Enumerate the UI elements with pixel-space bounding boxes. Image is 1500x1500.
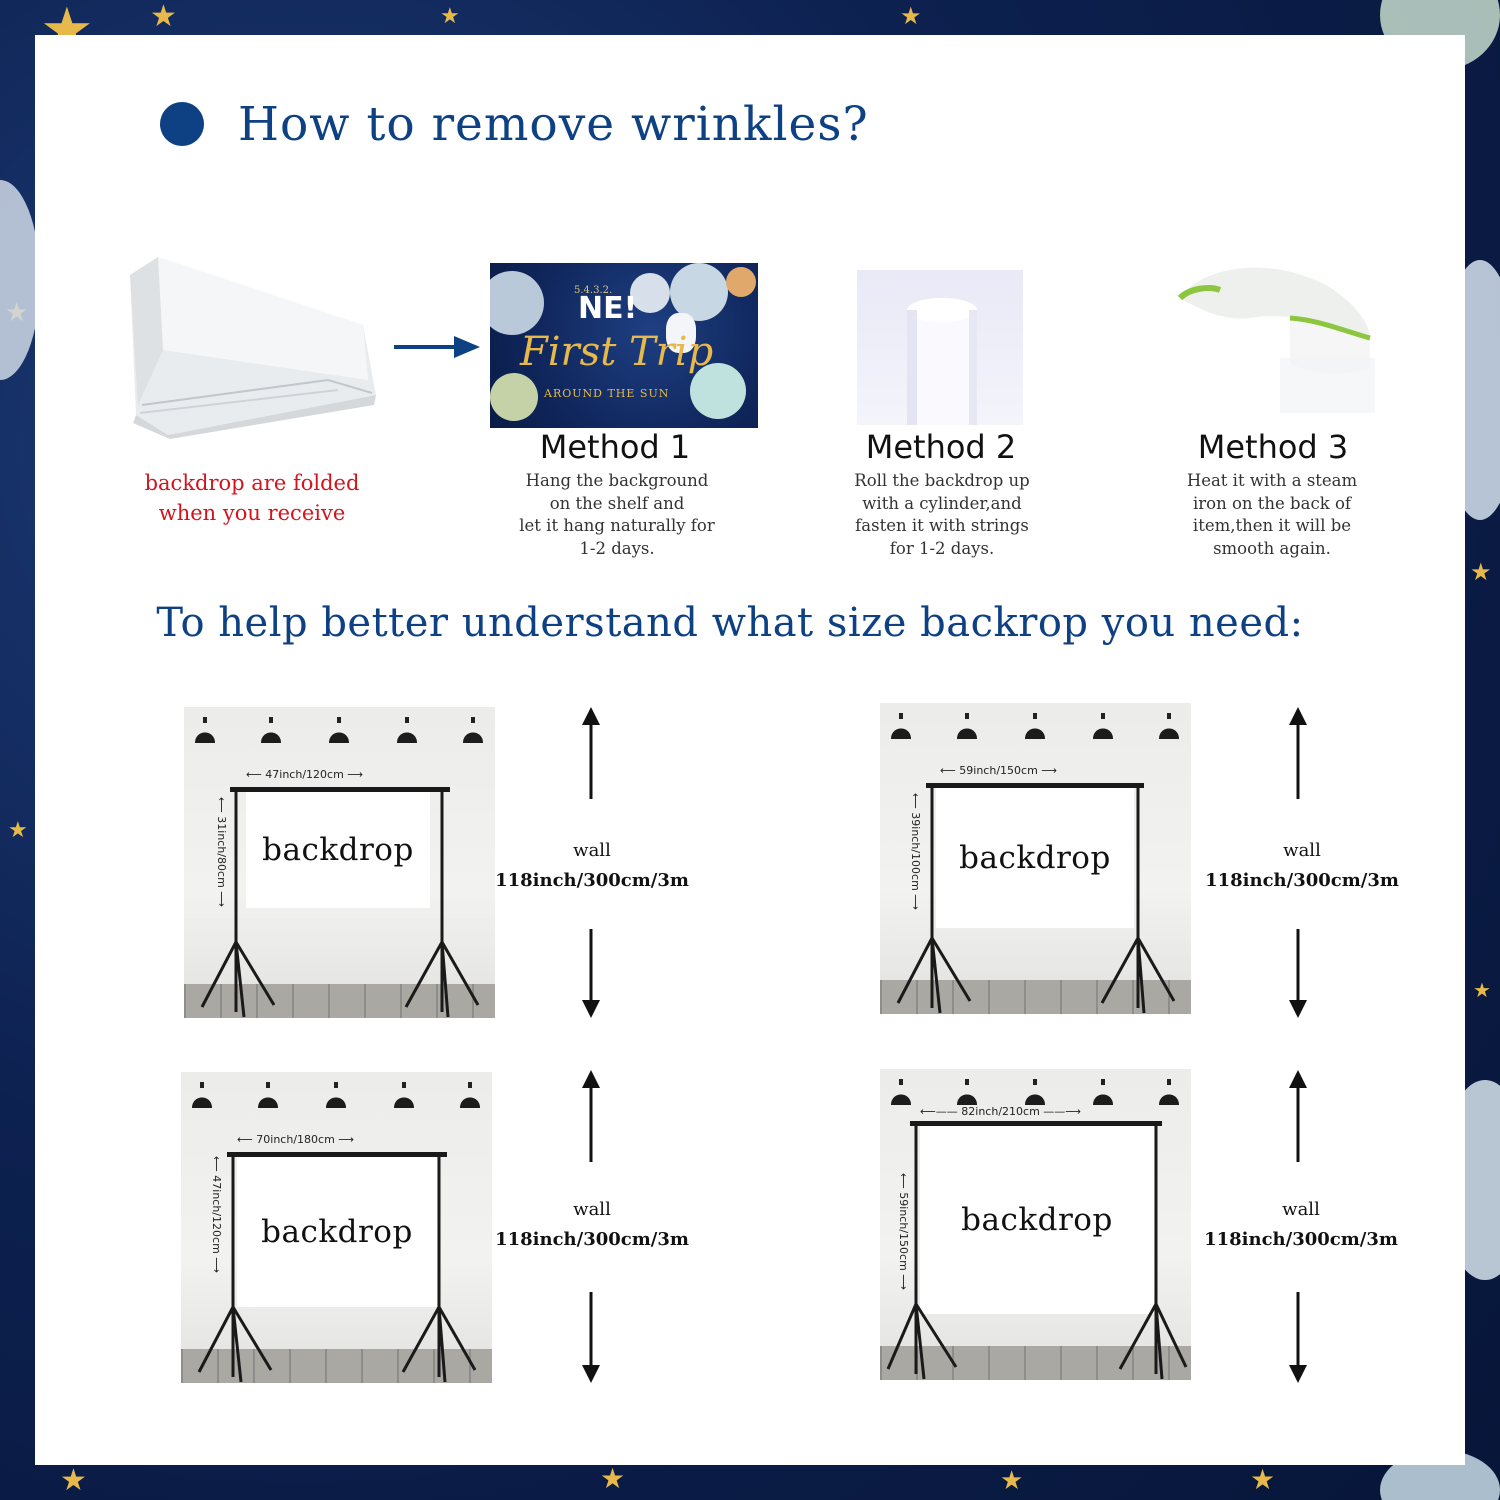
lamp-icon bbox=[261, 717, 281, 743]
poster-preview-image: 5.4.3.2. NE! First Trip AROUND THE SUN bbox=[490, 263, 758, 428]
width-dimension: ⟵ 47inch/120cm ⟶ bbox=[246, 768, 364, 781]
method-2-title: Method 2 bbox=[865, 428, 1017, 466]
star-icon: ★ bbox=[8, 818, 28, 843]
lamp-icon bbox=[258, 1082, 278, 1108]
lamp-icon bbox=[192, 1082, 212, 1108]
lamp-icon bbox=[1025, 1079, 1045, 1105]
star-icon: ★ bbox=[900, 2, 922, 30]
crossbar bbox=[230, 787, 450, 792]
lamp-icon bbox=[891, 1079, 911, 1105]
lamp-icon bbox=[326, 1082, 346, 1108]
backdrop-label: backdrop bbox=[959, 840, 1111, 876]
star-icon: ★ bbox=[440, 4, 460, 29]
poster-one-text: NE! bbox=[578, 291, 638, 326]
wall-height-arrow-icon bbox=[582, 1070, 600, 1383]
page-title: How to remove wrinkles? bbox=[238, 96, 869, 152]
lamp-icon bbox=[397, 717, 417, 743]
folded-backdrop-image bbox=[128, 255, 378, 440]
lamp-icon bbox=[1159, 1079, 1179, 1105]
star-icon: ★ bbox=[150, 0, 177, 34]
backdrop-label: backdrop bbox=[261, 1214, 413, 1250]
star-icon: ★ bbox=[1473, 978, 1491, 1002]
lamp-icon bbox=[460, 1082, 480, 1108]
lamp-icon bbox=[957, 1079, 977, 1105]
backdrop-sheet: backdrop bbox=[920, 1126, 1154, 1314]
bullet-dot-icon bbox=[160, 102, 204, 146]
backdrop-label: backdrop bbox=[262, 832, 414, 868]
width-dimension: ⟵—— 82inch/210cm ——⟶ bbox=[920, 1105, 1082, 1118]
poster-countdown: 5.4.3.2. bbox=[574, 285, 613, 296]
stand-icon bbox=[896, 785, 1176, 1014]
stand-icon bbox=[200, 789, 480, 1018]
backdrop-sheet: backdrop bbox=[936, 788, 1134, 928]
lamp-icon bbox=[1159, 713, 1179, 739]
crossbar bbox=[227, 1152, 447, 1157]
size-guide-heading: To help better understand what size back… bbox=[156, 600, 1304, 646]
lamp-icon bbox=[891, 713, 911, 739]
stand-icon bbox=[197, 1154, 477, 1383]
crossbar bbox=[910, 1121, 1162, 1126]
method-3-title: Method 3 bbox=[1197, 428, 1349, 466]
poster-script-text: First Trip bbox=[520, 329, 714, 375]
wall-height-arrow-icon bbox=[1289, 707, 1307, 1018]
heading-row: How to remove wrinkles? bbox=[160, 92, 869, 156]
width-dimension: ⟵ 59inch/150cm ⟶ bbox=[940, 764, 1058, 777]
wall-height-arrow-icon bbox=[582, 707, 600, 1018]
planet-shape bbox=[0, 180, 40, 380]
crossbar bbox=[926, 783, 1144, 788]
rolled-backdrop-image bbox=[857, 270, 1023, 425]
backdrop-sheet: backdrop bbox=[237, 1157, 437, 1307]
star-icon: ★ bbox=[600, 1462, 626, 1495]
steamer-image bbox=[1170, 258, 1375, 418]
folded-caption: backdrop are folded when you receive bbox=[144, 471, 360, 525]
backdrop-label: backdrop bbox=[961, 1202, 1113, 1238]
size-scene-2: ⟵ 59inch/150cm ⟶ ⟵ 39inch/100cm ⟶ backdr… bbox=[880, 703, 1191, 1014]
stand-icon bbox=[886, 1123, 1188, 1380]
floor bbox=[880, 1346, 1191, 1380]
lamp-icon bbox=[957, 713, 977, 739]
arrow-right-icon bbox=[394, 332, 480, 362]
star-icon: ★ bbox=[1250, 1463, 1276, 1496]
lamp-icon bbox=[463, 717, 483, 743]
star-icon: ★ bbox=[1470, 558, 1492, 586]
width-dimension: ⟵ 70inch/180cm ⟶ bbox=[237, 1133, 355, 1146]
size-scene-1: ⟵ 47inch/120cm ⟶ ⟵ 31inch/80cm ⟶ backdro… bbox=[184, 707, 495, 1018]
lamp-icon bbox=[1093, 713, 1113, 739]
method-2-description: Roll the backdrop up with a cylinder,and… bbox=[854, 471, 1030, 558]
wall-height-arrow-icon bbox=[1289, 1070, 1307, 1383]
poster-subtitle: AROUND THE SUN bbox=[544, 387, 670, 400]
backdrop-sheet: backdrop bbox=[246, 792, 430, 908]
lamp-icon bbox=[1093, 1079, 1113, 1105]
lamp-icon bbox=[329, 717, 349, 743]
method-1-description: Hang the background on the shelf and let… bbox=[519, 471, 715, 558]
size-scene-4: ⟵—— 82inch/210cm ——⟶ ⟵ 59inch/150cm ⟶ ba… bbox=[880, 1069, 1191, 1380]
lamp-icon bbox=[1025, 713, 1045, 739]
star-icon: ★ bbox=[60, 1463, 87, 1498]
size-scene-3: ⟵ 70inch/180cm ⟶ ⟵ 47inch/120cm ⟶ backdr… bbox=[181, 1072, 492, 1383]
lamp-icon bbox=[195, 717, 215, 743]
lamp-icon bbox=[394, 1082, 414, 1108]
method-3-description: Heat it with a steam iron on the back of… bbox=[1186, 471, 1358, 558]
star-icon: ★ bbox=[1000, 1466, 1024, 1496]
method-1-title: Method 1 bbox=[539, 428, 691, 466]
